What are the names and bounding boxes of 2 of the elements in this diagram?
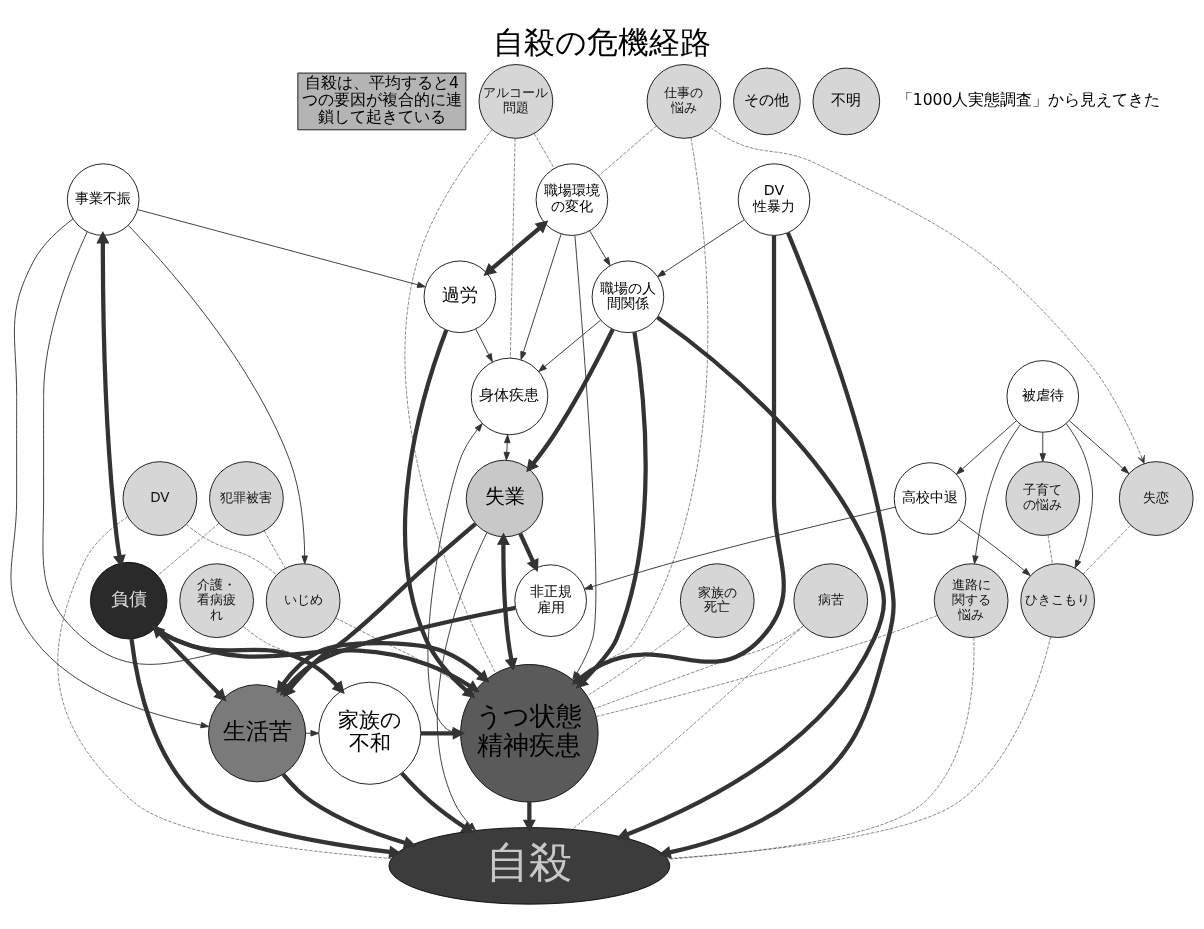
label: 「1000人実態調査」から見えてきた (896, 91, 1161, 110)
diagram-title: 自殺の危機経路 (493, 23, 711, 60)
